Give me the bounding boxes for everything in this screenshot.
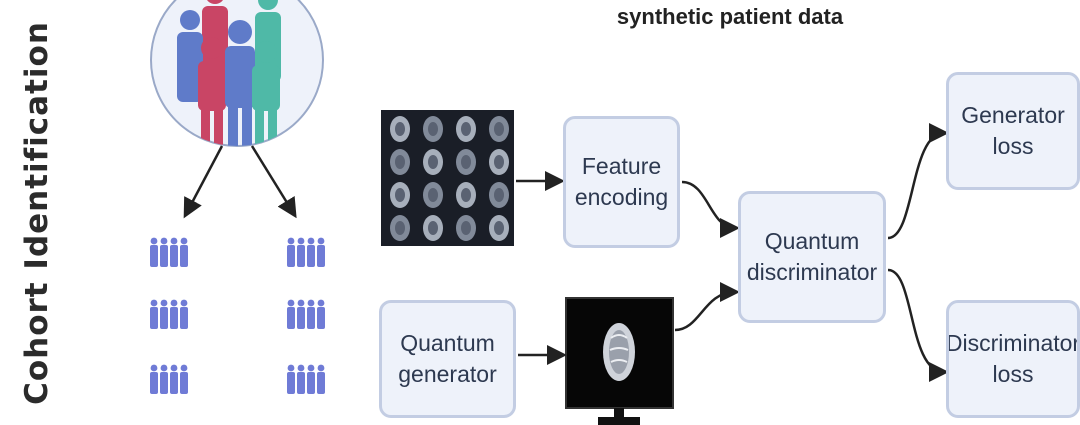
discriminator-loss-box: Discriminator loss bbox=[946, 300, 1080, 418]
arrow-discriminator-to-discriminator-loss bbox=[887, 268, 949, 382]
arrow-discriminator-to-generator-loss bbox=[887, 123, 949, 240]
arrow-to-group-right bbox=[250, 145, 297, 219]
quantum-discriminator-box: Quantum discriminator bbox=[738, 191, 886, 323]
synthetic-patient-data-caption: synthetic patient data bbox=[616, 4, 844, 29]
quantum-generator-box: Quantum generator bbox=[379, 300, 516, 418]
feature-encoding-box: Feature encoding bbox=[563, 116, 680, 248]
arrow-encoding-to-discriminator bbox=[681, 180, 740, 238]
arrow-to-group-left bbox=[183, 145, 224, 219]
synthetic-brain-monitor-icon bbox=[565, 297, 674, 425]
mri-scan-grid-image bbox=[381, 110, 514, 246]
patient-group-right bbox=[287, 237, 325, 394]
patient-group-left bbox=[150, 237, 188, 394]
arrow-monitor-to-discriminator bbox=[674, 282, 740, 332]
population-icon bbox=[150, 0, 324, 147]
generator-loss-box: Generator loss bbox=[946, 72, 1080, 190]
